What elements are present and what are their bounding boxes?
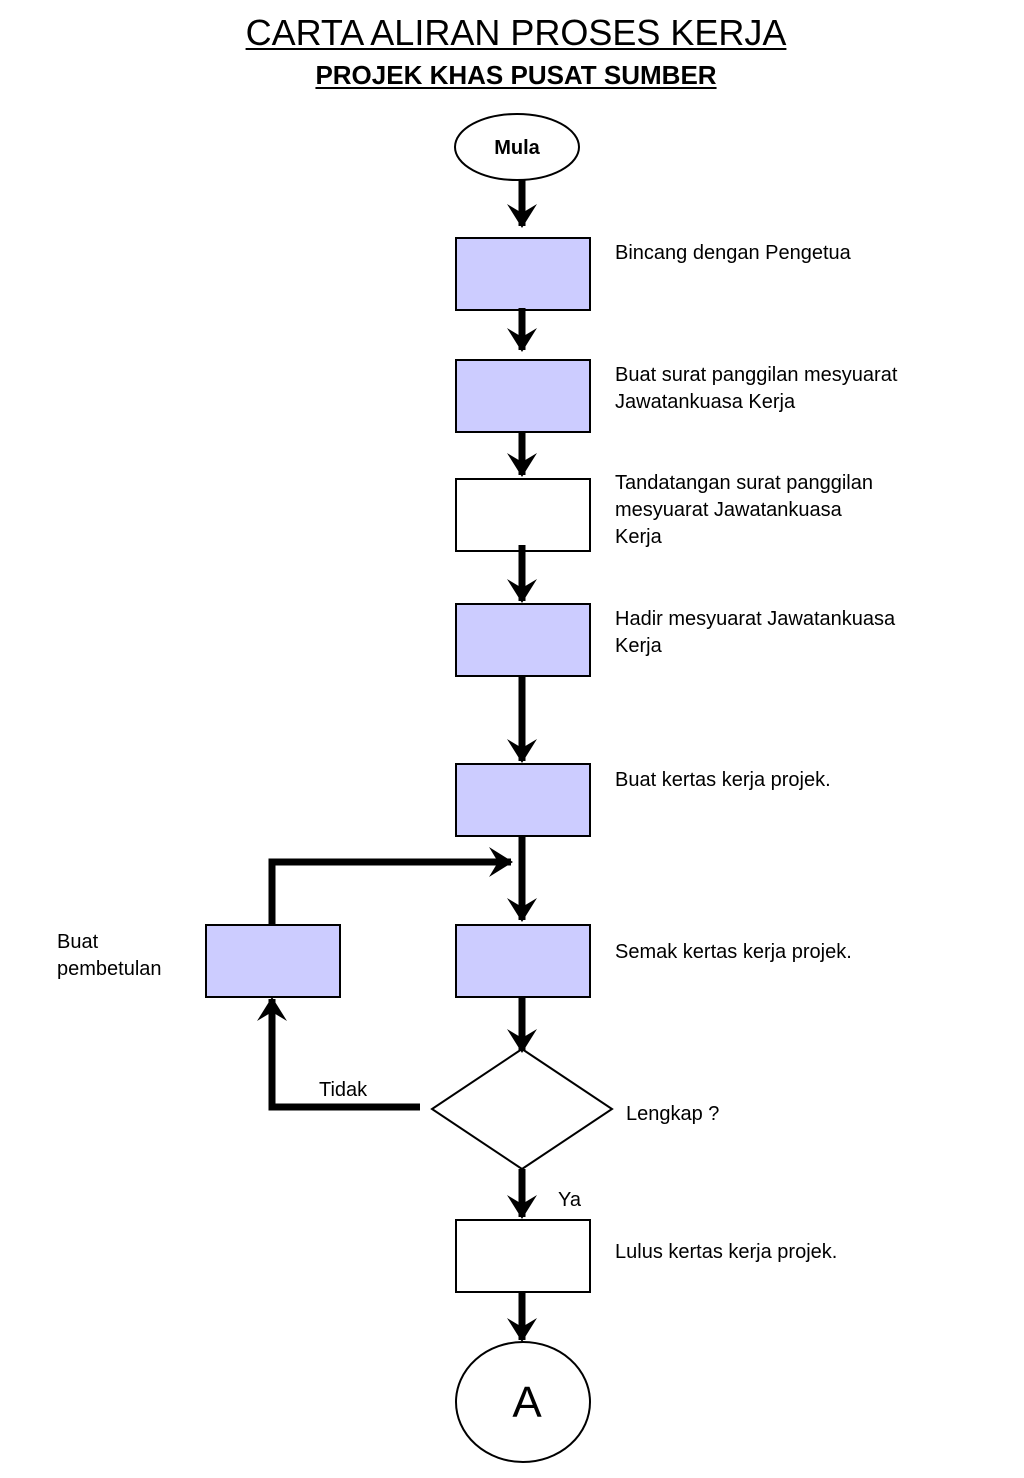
final-step-label: Lulus kertas kerja projek.: [615, 1241, 838, 1263]
start-terminator: [454, 113, 580, 181]
step-6-label: Semak kertas kerja projek.: [615, 941, 852, 963]
step-4-label: Hadir mesyuarat Jawatankuasa Kerja: [615, 608, 896, 657]
decision-no-label: Tidak: [319, 1079, 368, 1101]
decision-yes-label: Ya: [558, 1189, 582, 1211]
step-2-box: [455, 359, 591, 433]
page-subtitle: PROJEK KHAS PUSAT SUMBER: [315, 60, 717, 90]
decision-question: Lengkap ?: [626, 1103, 719, 1125]
step-5-label: Buat kertas kerja projek.: [615, 769, 831, 791]
correction-box: [205, 924, 341, 998]
step-3-label: Tandatangan surat panggilan mesyuarat Ja…: [615, 472, 873, 548]
step-5-box: [455, 763, 591, 837]
correction-label: Buat pembetulan: [57, 931, 162, 980]
page-title: CARTA ALIRAN PROSES KERJA: [245, 12, 787, 53]
step-6-box: [455, 924, 591, 998]
step-1-label: Bincang dengan Pengetua: [615, 242, 851, 264]
step-2-label: Buat surat panggilan mesyuarat Jawatanku…: [615, 364, 898, 413]
step-4-box: [455, 603, 591, 677]
step-1-box: [455, 237, 591, 311]
final-step-box: [455, 1219, 591, 1293]
arrow-decision-no: [257, 997, 420, 1111]
connector-circle: [455, 1341, 591, 1463]
step-3-box: [455, 478, 591, 552]
start-label: Mula: [494, 137, 540, 159]
decision-diamond: [430, 1047, 614, 1171]
arrow-correction-return: [268, 847, 513, 925]
connector-label: A: [512, 1378, 542, 1427]
